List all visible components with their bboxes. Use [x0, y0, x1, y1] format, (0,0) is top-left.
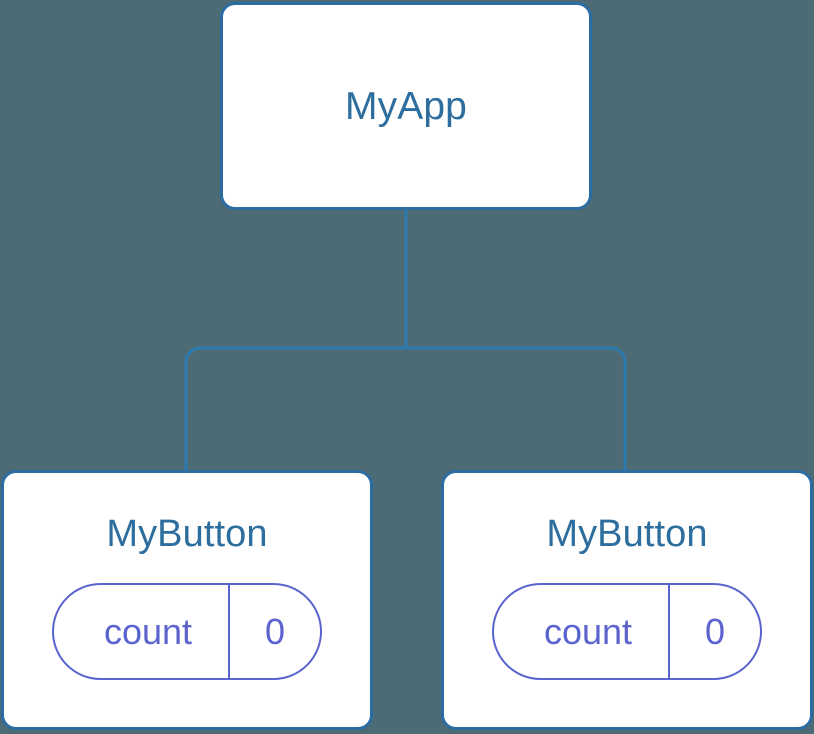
- state-pill-key: count: [543, 610, 633, 652]
- state-pill[interactable]: count 0: [52, 583, 322, 680]
- state-pill-key: count: [103, 610, 193, 652]
- state-pill[interactable]: count 0: [492, 583, 762, 680]
- state-pill-value: 0: [228, 585, 320, 678]
- node-mybutton-1[interactable]: MyButton count 0: [1, 470, 373, 730]
- edge-to-child-right: [406, 346, 627, 472]
- node-mybutton-2[interactable]: MyButton count 0: [441, 470, 813, 730]
- edge-to-child-left: [184, 346, 406, 472]
- node-title: MyButton: [546, 513, 708, 555]
- node-title: MyApp: [345, 84, 467, 128]
- node-title: MyButton: [106, 513, 268, 555]
- node-myapp[interactable]: MyApp: [220, 2, 592, 210]
- state-pill-value: 0: [668, 585, 760, 678]
